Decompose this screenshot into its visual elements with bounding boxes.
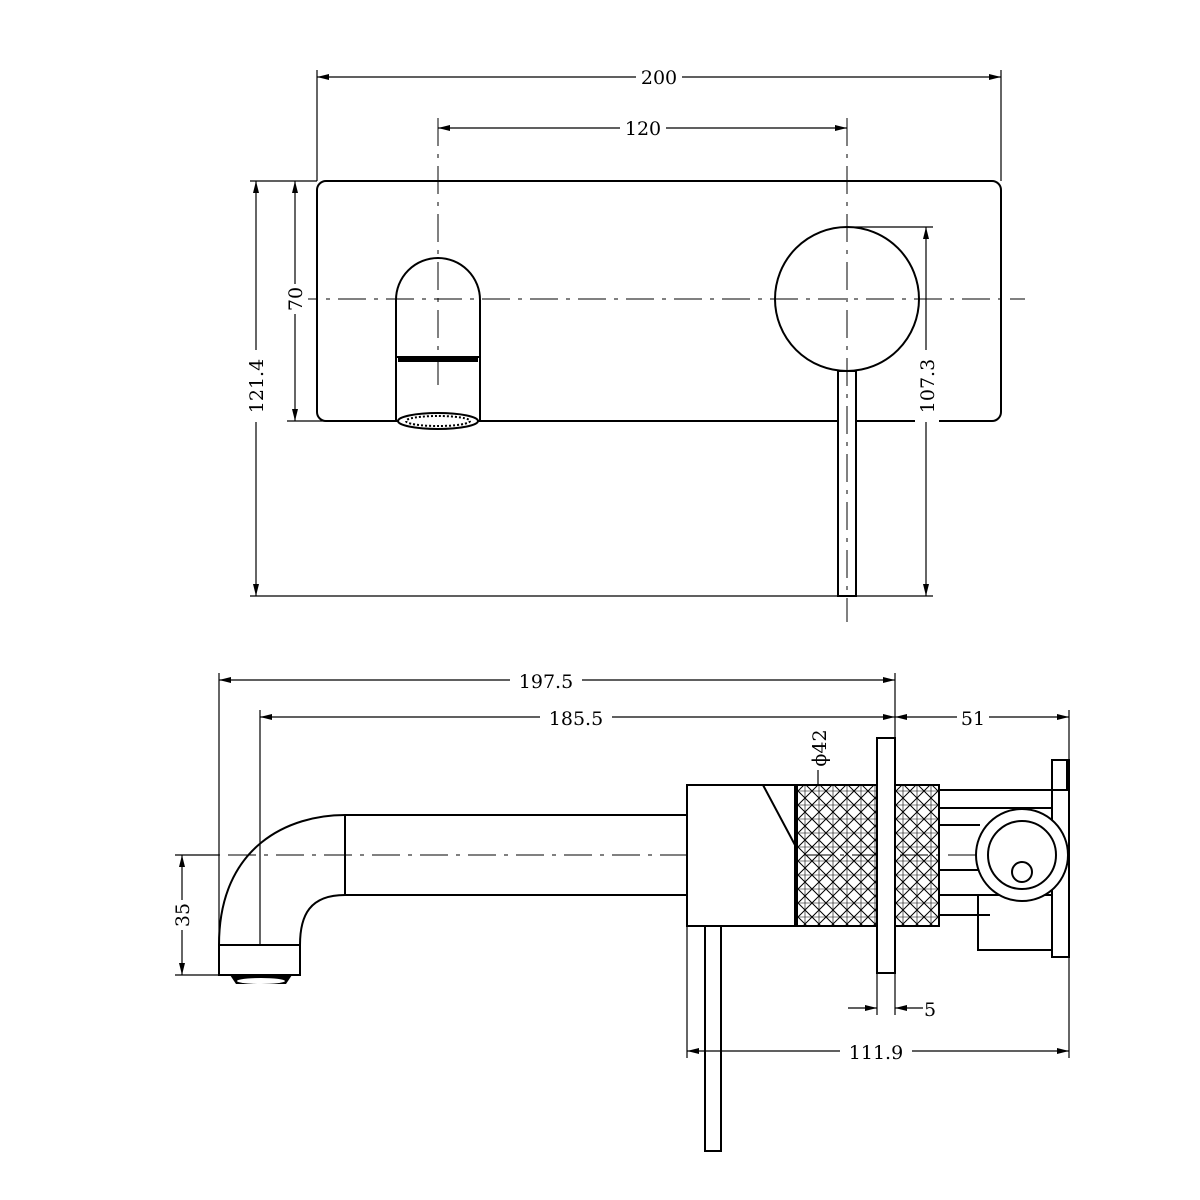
dim-spout-height-label: 35 (172, 903, 194, 927)
dim-plate-thickness-label: 5 (924, 999, 936, 1021)
spout-front (395, 257, 481, 430)
dim-spout-reach-label: 197.5 (519, 671, 573, 693)
dim-width: 200 (316, 64, 1002, 181)
aerator-front (405, 415, 471, 427)
dim-spout-from-plate-label: 185.5 (549, 708, 603, 730)
dim-handle-diameter-label: ϕ42 (809, 729, 831, 766)
dim-body-depth: 51 (895, 705, 1070, 760)
dim-handle-diameter: ϕ42 (809, 729, 831, 785)
wall-plate-side (876, 737, 896, 974)
dim-handle-drop: 107.3 (847, 226, 939, 597)
dim-plate-height-label: 70 (285, 287, 307, 311)
dim-body-depth-label: 51 (961, 708, 985, 730)
dim-handle-drop-label: 107.3 (917, 359, 939, 413)
mixer-body (686, 784, 940, 927)
dim-height-total-label: 121.4 (246, 359, 268, 413)
spout-side (218, 814, 687, 984)
knurled-handle (796, 784, 940, 927)
wall-plate (316, 180, 1002, 422)
dim-centers-label: 120 (625, 118, 661, 140)
front-view: 200 120 121.4 70 107.3 (244, 64, 1025, 622)
dim-spout-height: 35 (171, 854, 219, 976)
side-view: 197.5 185.5 51 35 ϕ42 (171, 668, 1070, 1152)
dim-height-total: 121.4 (244, 180, 847, 597)
valve-body (939, 759, 1070, 958)
dim-spout-reach: 197.5 (218, 668, 896, 945)
dim-width-label: 200 (641, 67, 677, 89)
dim-body-length: 111.9 (686, 926, 1070, 1064)
dim-centers: 120 (438, 115, 847, 140)
dim-plate-height: 70 (284, 181, 396, 422)
dim-spout-from-plate: 185.5 (259, 705, 895, 945)
dim-plate-thickness: 5 (848, 973, 936, 1021)
dim-body-length-label: 111.9 (849, 1042, 903, 1064)
lever-side (704, 925, 722, 1152)
